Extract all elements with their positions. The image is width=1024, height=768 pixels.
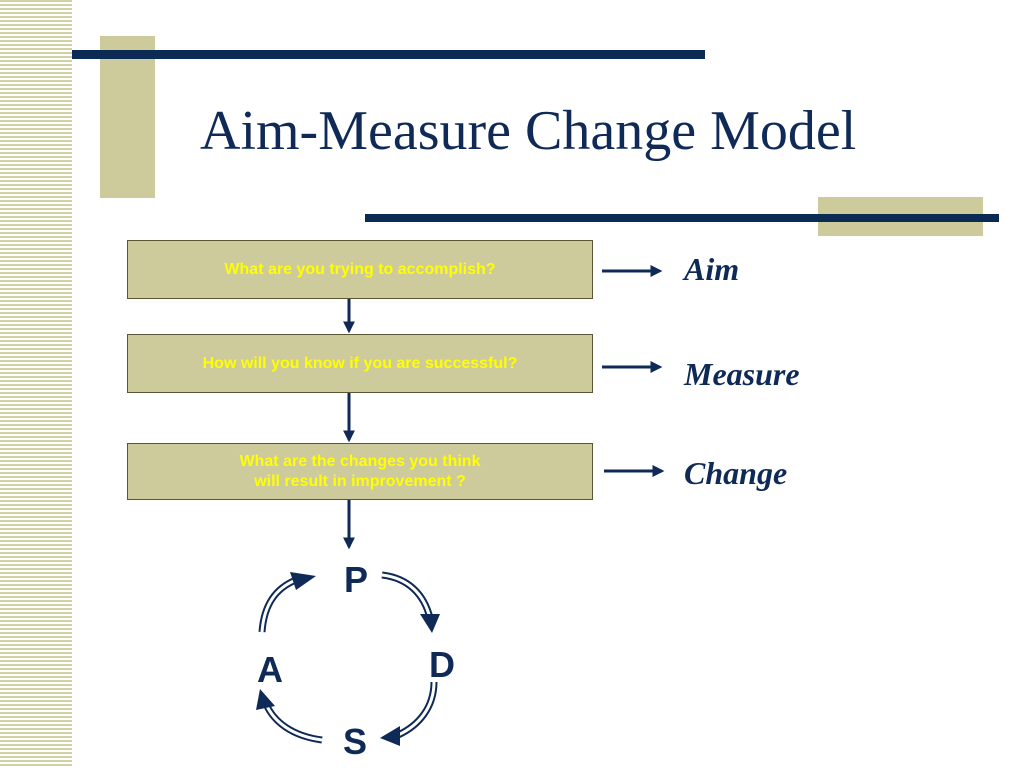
cycle-letter-s: S (343, 721, 368, 762)
label-measure: Measure (684, 356, 800, 392)
question-box-measure: How will you know if you are successful? (127, 334, 593, 393)
cycle-letter-p: P (344, 559, 369, 600)
page-title: Aim-Measure Change Model (200, 100, 857, 162)
cycle-letter-a: A (257, 649, 283, 690)
left-stripe-decoration (0, 0, 72, 768)
arrow-a-to-p (258, 572, 316, 633)
question-change-text-line-1: What are the changes you think (239, 452, 481, 470)
cycle-letter-d: D (429, 644, 455, 685)
arrow-s-to-a (256, 689, 323, 744)
question-aim-text: What are you trying to accomplish? (224, 260, 496, 278)
label-change: Change (684, 455, 788, 491)
question-box-change: What are the changes you think will resu… (127, 443, 593, 500)
arrow-p-to-d (381, 571, 440, 633)
title-bottom-rule (365, 214, 999, 222)
title-accent-block (100, 36, 155, 198)
arrow-d-to-s (380, 681, 438, 746)
question-measure-text: How will you know if you are successful? (202, 354, 518, 372)
question-change-text-line-2: will result in improvement ? (254, 472, 466, 490)
question-box-aim: What are you trying to accomplish? (127, 240, 593, 299)
label-aim: Aim (684, 251, 740, 287)
title-top-rule (72, 50, 705, 59)
